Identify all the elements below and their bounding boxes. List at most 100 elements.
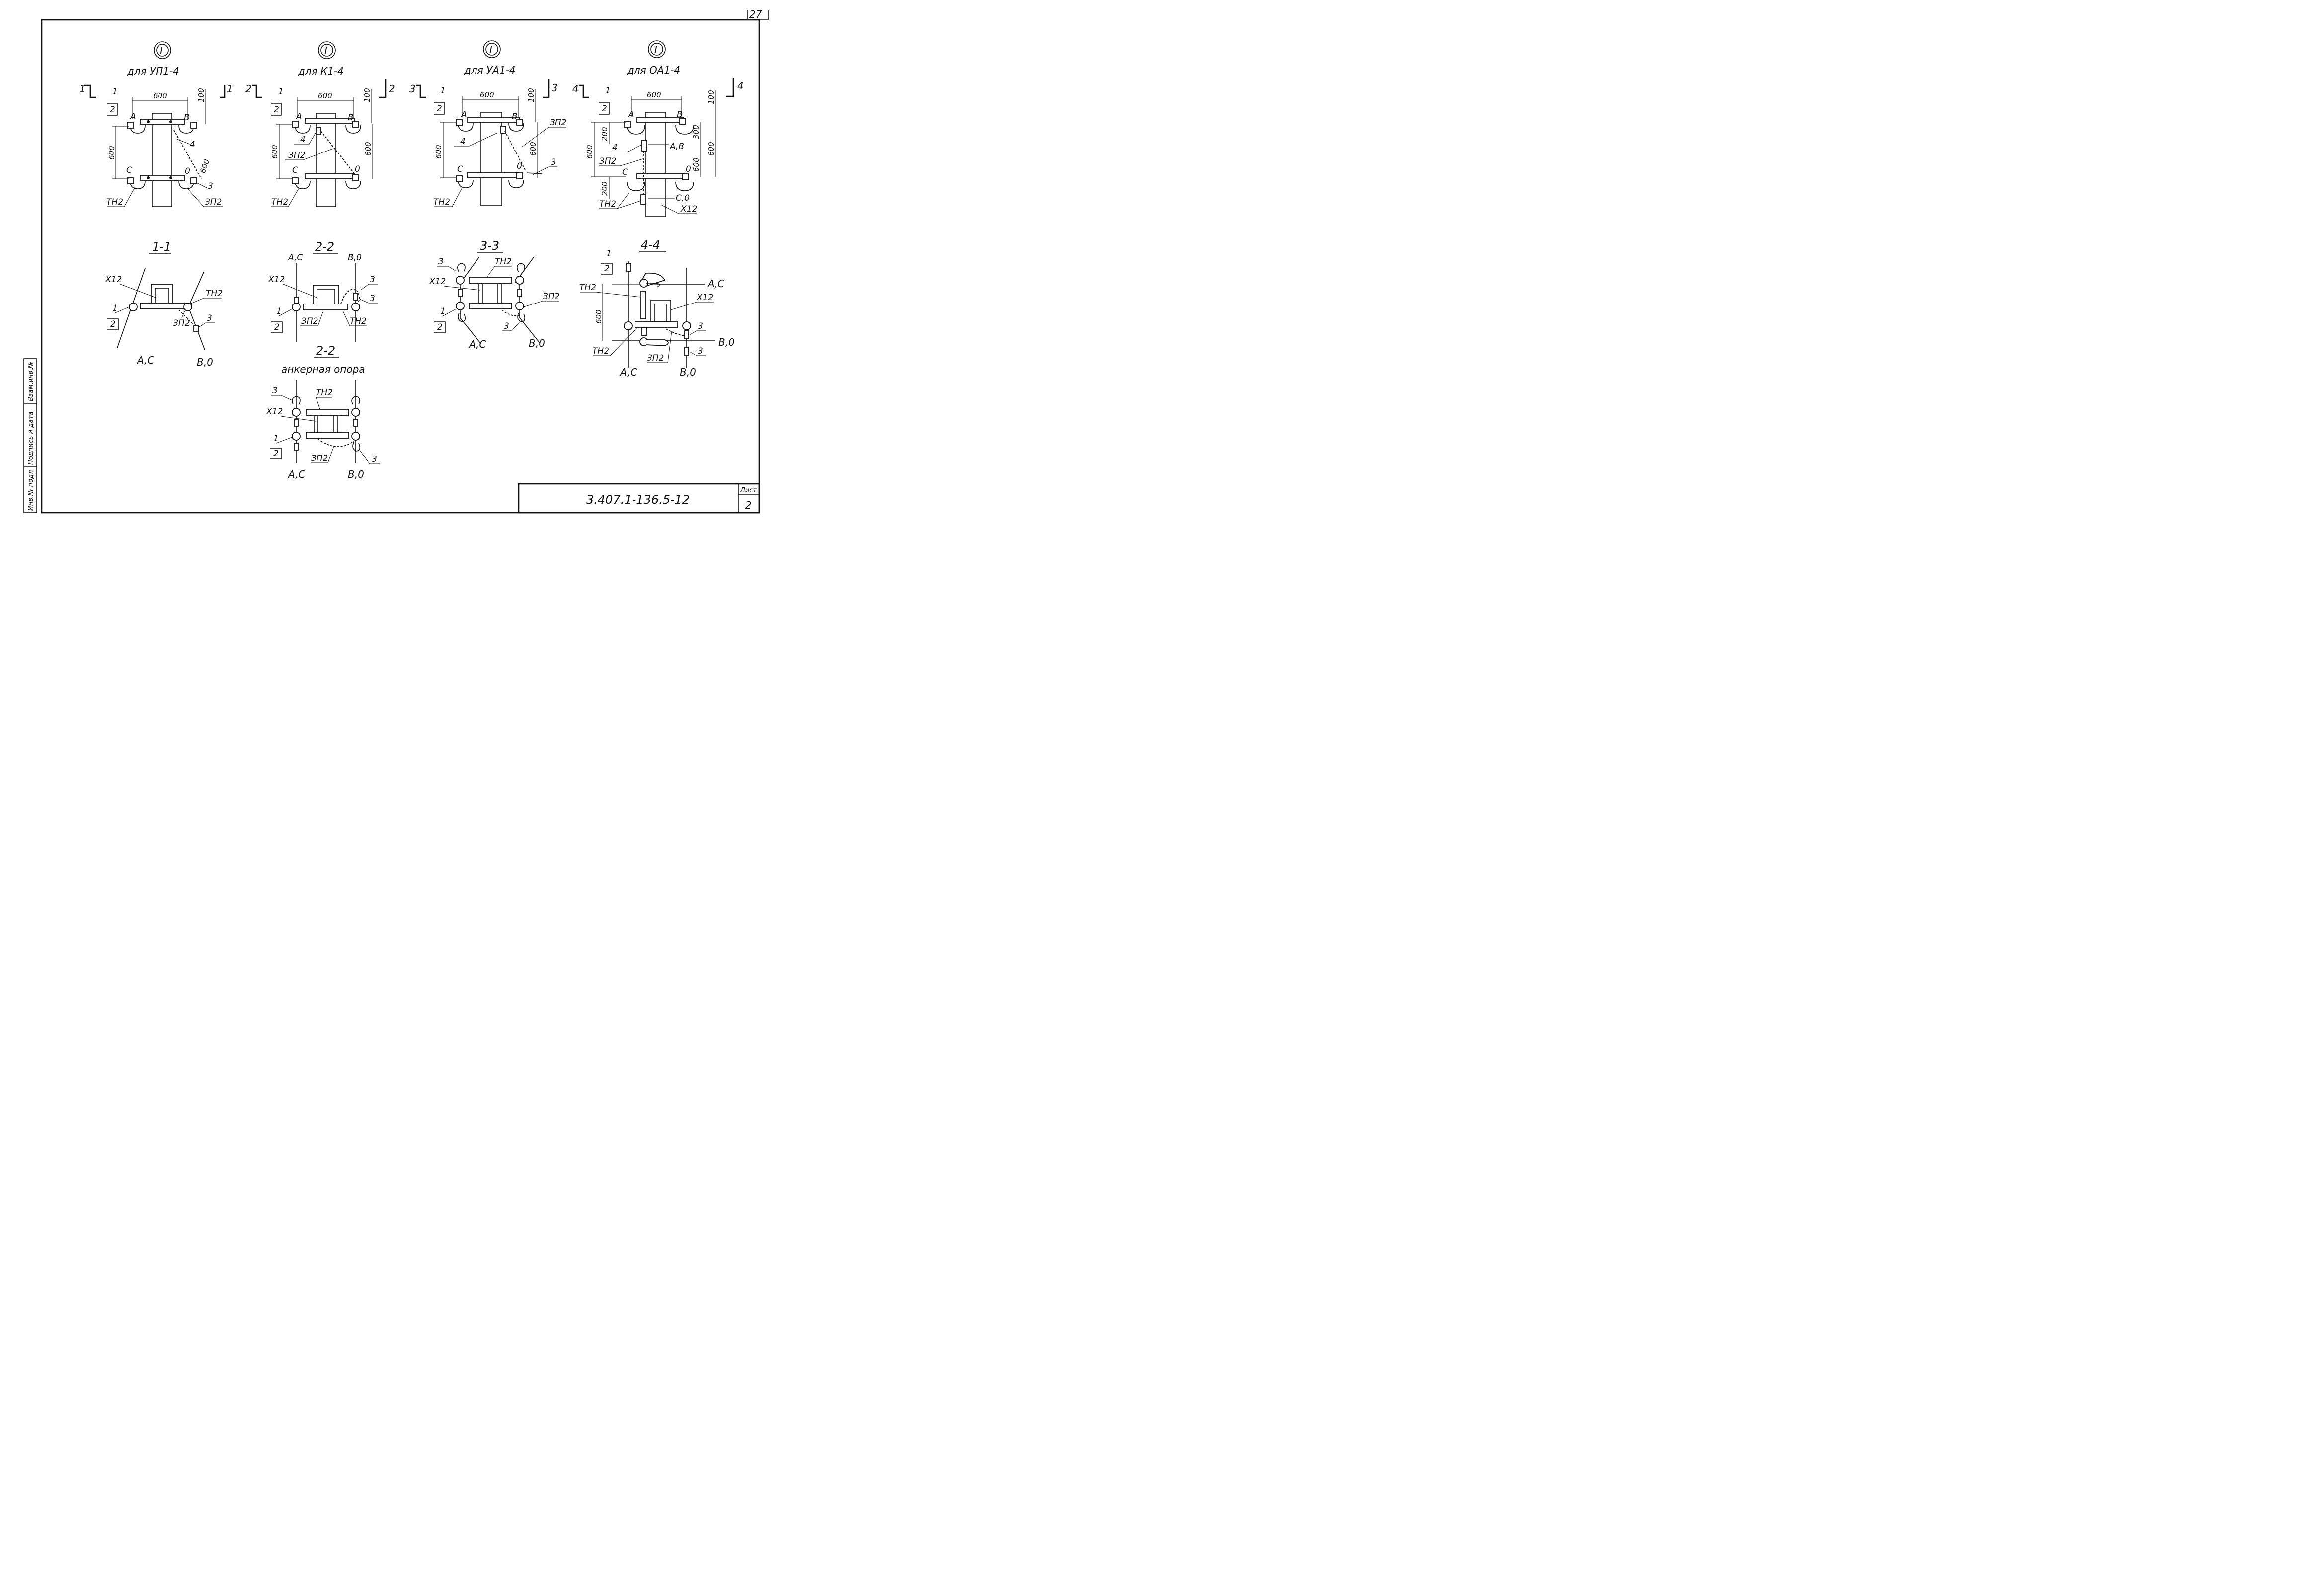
dim-200-top: 200 xyxy=(600,127,609,141)
label-b: B xyxy=(512,112,518,122)
dim-height: 600 xyxy=(434,145,443,159)
label-bo: B,0 xyxy=(197,356,213,368)
label-3a: 3 xyxy=(438,257,444,267)
label-c: C xyxy=(126,165,132,175)
label-2: 2 xyxy=(110,319,116,329)
view-caption: для К1-4 xyxy=(298,65,344,77)
label-o: 0 xyxy=(517,161,522,171)
section-mark-right: 1 xyxy=(227,83,233,95)
label-ac-right: A,C xyxy=(707,278,724,290)
label-3: 3 xyxy=(208,181,213,191)
dim-top: 100 xyxy=(707,90,715,104)
label-a: A xyxy=(461,110,467,120)
dim-width: 600 xyxy=(318,91,332,100)
label-tn: ТН2 xyxy=(106,197,123,207)
dim-height-right: 600 xyxy=(364,142,373,156)
dim-600: 600 xyxy=(594,309,603,324)
dim-height-right: 600 xyxy=(529,142,538,156)
view-caption: для ОА1-4 xyxy=(627,64,680,76)
section-2-2: 2-2 A,C B,0 Х12 3 3 1 2 ЗП2 ТН2 xyxy=(268,240,378,342)
section-2-2-anchor: 2-2 анкерная опора 3 ТН2 Х12 1 2 ЗП2 3 xyxy=(266,344,380,480)
label-x: Х12 xyxy=(429,277,446,287)
dim-width: 600 xyxy=(153,91,167,100)
section-title: 4-4 xyxy=(641,238,660,252)
view-caption: для УП1-4 xyxy=(127,65,179,77)
label-1: 1 xyxy=(278,87,284,97)
label-o: 0 xyxy=(355,164,360,174)
section-mark-right: 3 xyxy=(552,82,558,94)
label-x: Х12 xyxy=(105,275,122,285)
label-zp: ЗП2 xyxy=(288,151,306,160)
section-1-1: 1-1 Х12 ТН2 1 2 ЗП2 3 A,C B,0 xyxy=(105,240,223,368)
label-4: 4 xyxy=(190,140,195,150)
label-3: 3 xyxy=(551,157,556,167)
label-2: 2 xyxy=(604,264,610,274)
section-mark-left: 1 xyxy=(79,83,86,95)
node-circle-icon xyxy=(483,40,501,58)
label-zp: ЗП2 xyxy=(301,316,318,326)
label-zp: ЗП2 xyxy=(543,292,560,302)
label-c: C xyxy=(622,167,628,177)
label-tn: ТН2 xyxy=(350,316,367,326)
label-b: B xyxy=(184,113,190,123)
label-3: 3 xyxy=(207,313,212,323)
dim-600-left: 600 xyxy=(585,145,594,159)
label-ab: A,B xyxy=(669,142,684,152)
node-circle-icon xyxy=(154,41,171,59)
section-3-3: 3-3 3 ТН2 Х12 ЗП2 1 2 3 xyxy=(429,239,560,350)
node-number: I xyxy=(324,45,327,57)
label-1: 1 xyxy=(606,249,612,259)
label-b: B xyxy=(677,110,683,120)
section-mark-left: 3 xyxy=(409,83,416,95)
label-x: Х12 xyxy=(268,275,285,285)
label-o: 0 xyxy=(686,164,691,174)
label-bo: B,0 xyxy=(529,337,545,349)
label-2: 2 xyxy=(437,322,443,332)
section-title: 3-3 xyxy=(480,239,499,253)
label-ac: A,C xyxy=(619,366,637,378)
sheet-number: 2 xyxy=(745,499,752,511)
label-x: Х12 xyxy=(680,204,697,214)
label-a: A xyxy=(628,110,634,120)
node-number: I xyxy=(489,44,492,56)
label-x: Х12 xyxy=(266,407,283,417)
label-tn: ТН2 xyxy=(271,197,288,207)
dim-200-bottom: 200 xyxy=(600,181,609,196)
label-bo: B,0 xyxy=(680,366,696,378)
label-2: 2 xyxy=(274,105,279,115)
dim-300: 300 xyxy=(692,125,701,139)
label-3a: 3 xyxy=(370,275,375,285)
node-number: I xyxy=(160,45,163,57)
label-1: 1 xyxy=(112,87,118,97)
label-bo: B,0 xyxy=(348,468,364,480)
side-label-inv: Инв.№ подл xyxy=(27,470,35,511)
label-2: 2 xyxy=(274,322,280,332)
section-mark-right: 2 xyxy=(389,83,395,95)
drawing-code: 3.407.1-136.5-12 xyxy=(586,493,690,507)
corner-number: 27 xyxy=(749,8,762,20)
label-co: C,0 xyxy=(676,193,690,203)
label-3b: 3 xyxy=(370,294,375,304)
section-title: 1-1 xyxy=(152,240,171,254)
technical-drawing-sheet: 27 Инв.№ подл Подпись и дата Взам.инв.№ … xyxy=(0,0,771,529)
label-bo-right: B,0 xyxy=(718,336,735,348)
label-c: C xyxy=(292,165,298,175)
section-4-4: 4-4 600 1 2 A,C ТН2 Х12 3 B,0 xyxy=(579,238,735,378)
label-1: 1 xyxy=(112,304,118,313)
label-3b: 3 xyxy=(504,321,509,331)
dim-top: 100 xyxy=(197,88,206,102)
label-ac: A,C xyxy=(287,468,305,480)
dim-width: 600 xyxy=(647,90,661,99)
label-1: 1 xyxy=(605,86,611,96)
dim-top: 100 xyxy=(527,88,536,102)
label-zp: ЗП2 xyxy=(550,118,567,128)
section-subtitle: анкерная опора xyxy=(281,363,365,375)
label-a: A xyxy=(130,112,136,122)
dim-600-right: 600 xyxy=(692,157,701,172)
label-b: B xyxy=(348,113,354,123)
label-ac: A,C xyxy=(136,354,154,366)
label-tn1: ТН2 xyxy=(579,283,596,293)
label-2: 2 xyxy=(437,104,442,114)
view-ua1-4: I для УА1-4 3 3 600 600 600 100 1 2 xyxy=(409,40,567,207)
view-oa1-4: I для ОА1-4 4 4 600 100 300 600 600 200 xyxy=(572,40,744,217)
